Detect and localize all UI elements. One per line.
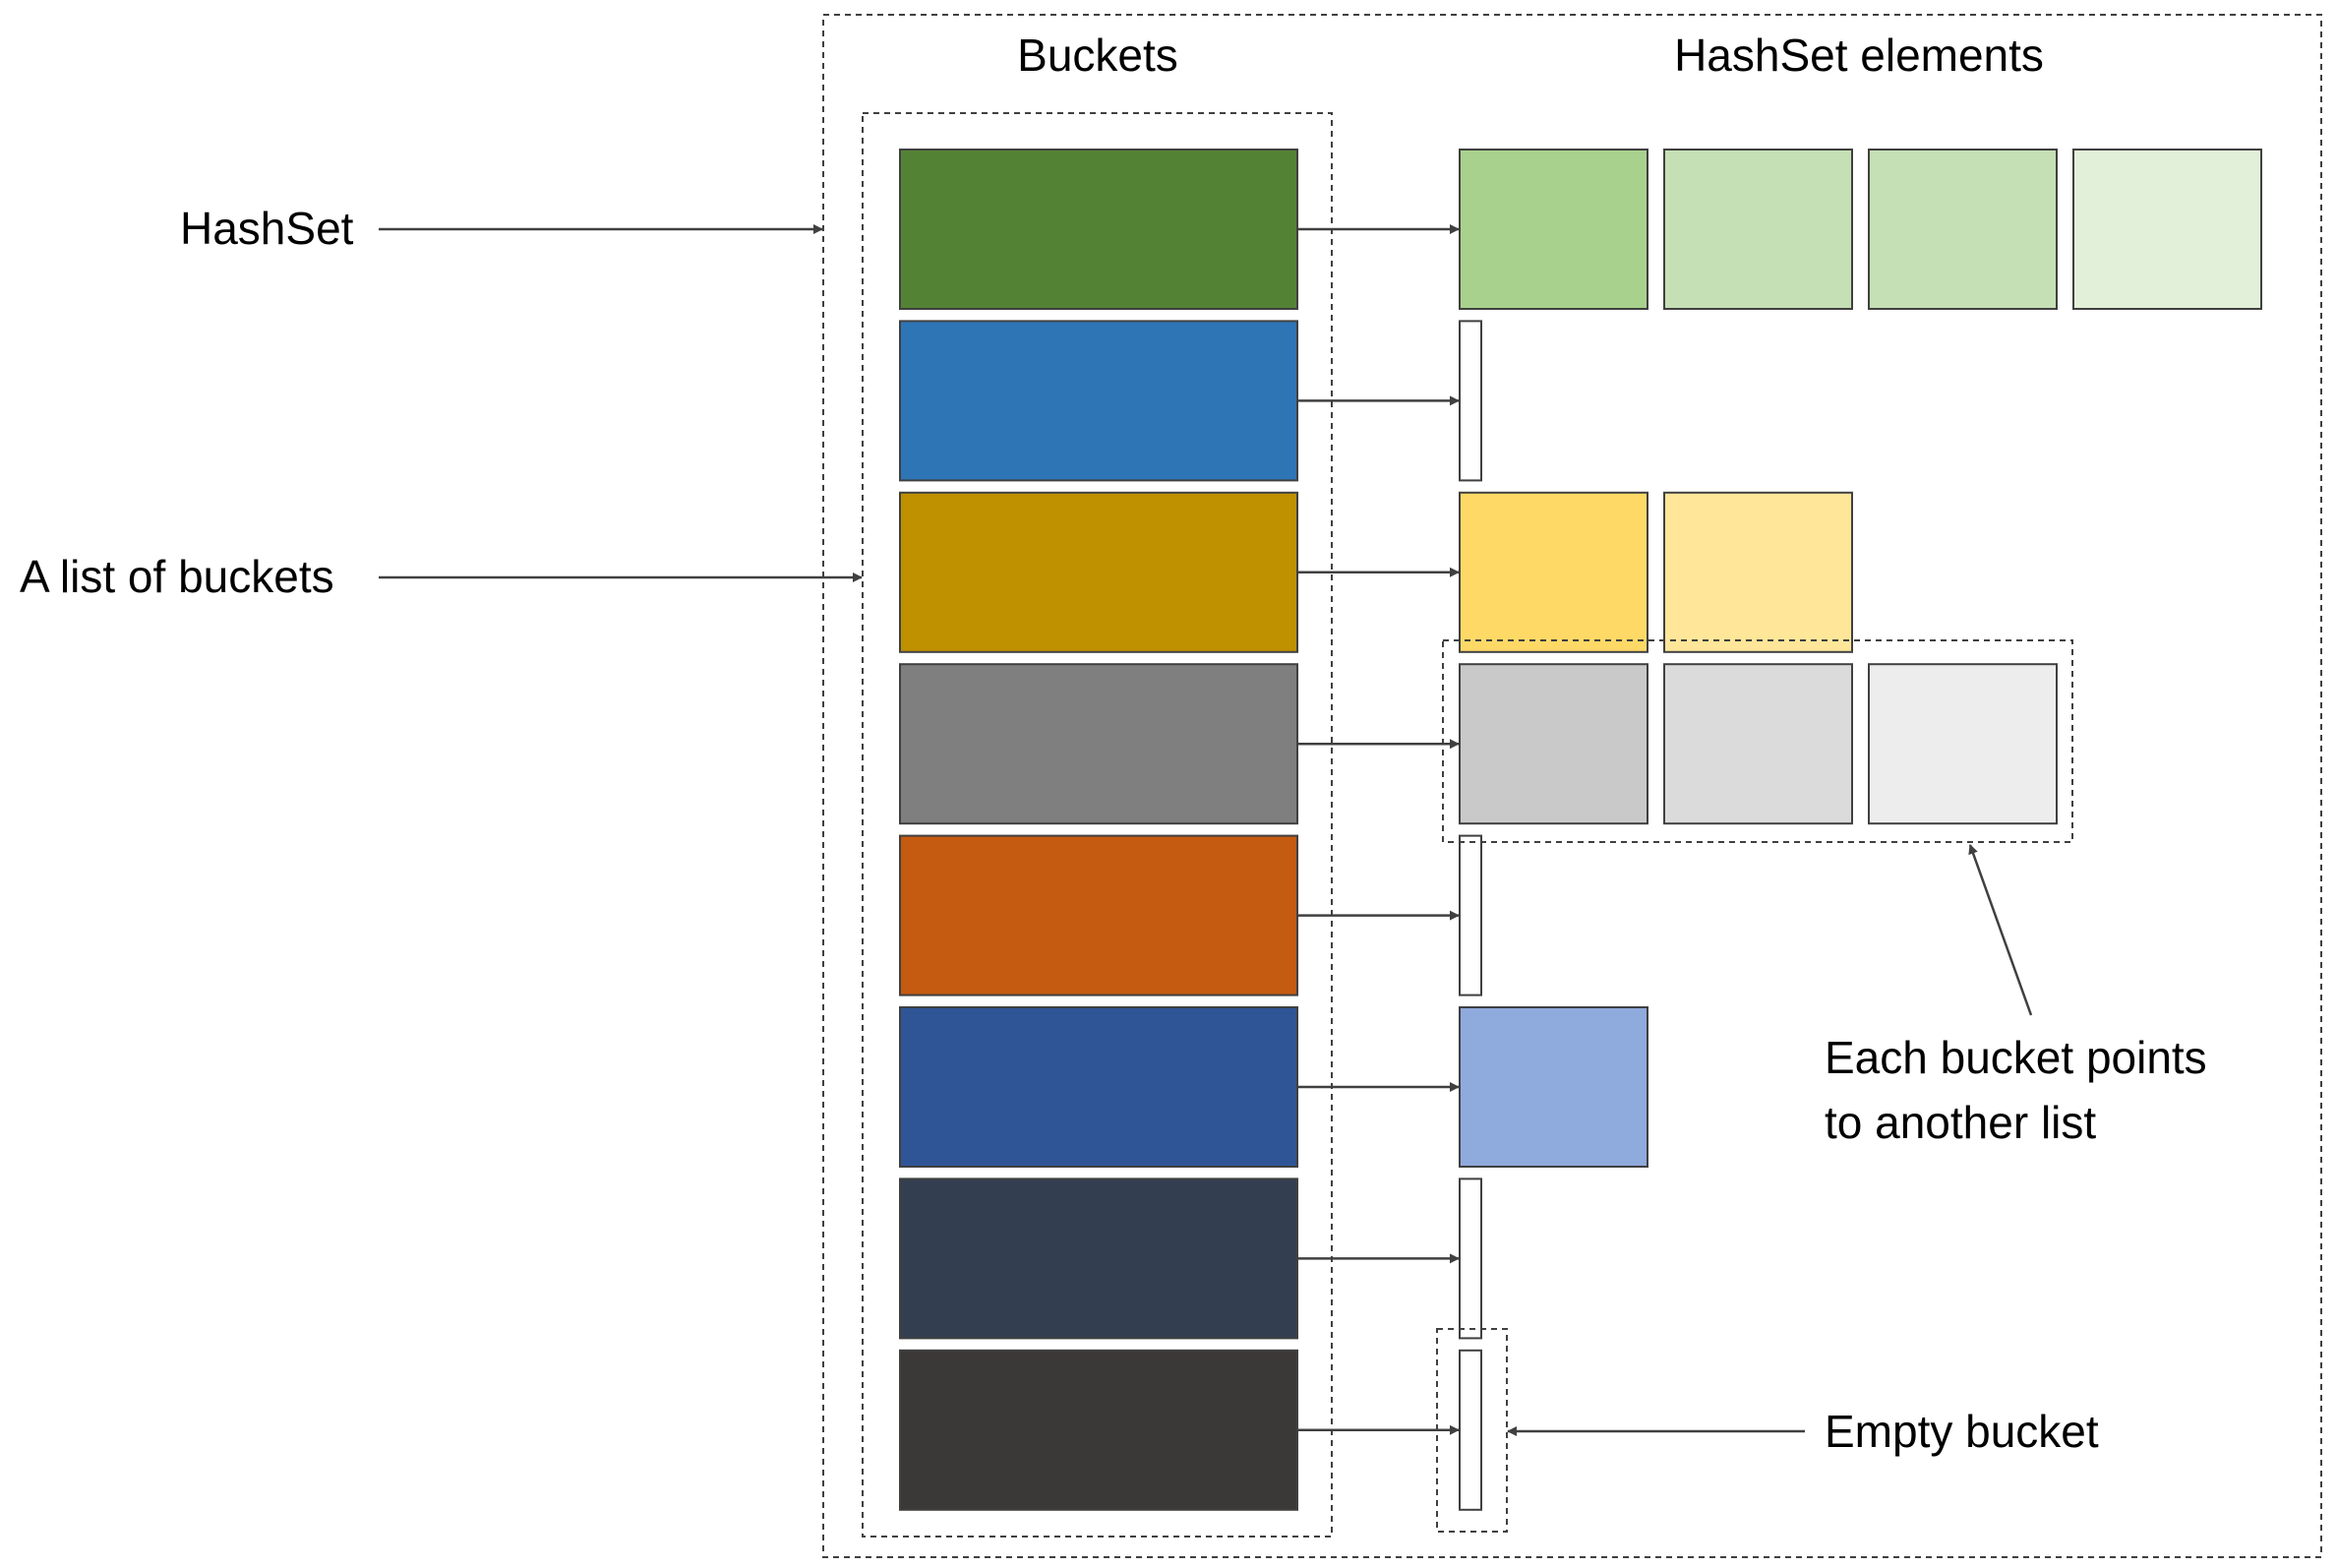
points-arrow (1968, 844, 2033, 1016)
bucket-8 (899, 1349, 1298, 1511)
bucket-rows (899, 149, 2262, 1511)
hashset-element (1868, 663, 2058, 825)
hashset-element (1868, 149, 2058, 310)
bucket-list-label: A list of buckets (20, 551, 334, 602)
hashset-element (1663, 663, 1853, 825)
bucket-3 (899, 491, 1298, 653)
bucket-1 (899, 149, 1298, 310)
hashset-element (1459, 491, 1648, 653)
bucket-2 (899, 320, 1298, 482)
hashset-label: HashSet (180, 203, 354, 254)
hashset-element (1459, 1006, 1648, 1168)
points-label-line1: Each bucket points (1825, 1032, 2207, 1083)
hashset-element (2072, 149, 2262, 310)
list-highlight (1442, 639, 2073, 843)
bucket-6 (899, 1006, 1298, 1168)
bucket-list-boundary (862, 112, 1333, 1538)
empty-list-stub (1459, 1177, 1482, 1340)
hashset-boundary (822, 14, 2322, 1558)
bucket-7 (899, 1177, 1298, 1340)
elements-header: HashSet elements (1674, 30, 2044, 81)
hashset-element (1459, 663, 1648, 825)
buckets-header: Buckets (1017, 30, 1178, 81)
empty-list-stub (1459, 834, 1482, 996)
bucket-4 (899, 663, 1298, 825)
empty-label: Empty bucket (1825, 1406, 2099, 1457)
points-label-line2: to another list (1825, 1097, 2096, 1148)
hashset-element (1663, 149, 1853, 310)
hashset-element (1459, 149, 1648, 310)
empty-list-stub (1459, 320, 1482, 482)
hashset-element (1663, 491, 1853, 653)
empty-list-stub (1459, 1349, 1482, 1511)
empty-bucket-highlight (1436, 1328, 1508, 1533)
bucket-5 (899, 834, 1298, 996)
